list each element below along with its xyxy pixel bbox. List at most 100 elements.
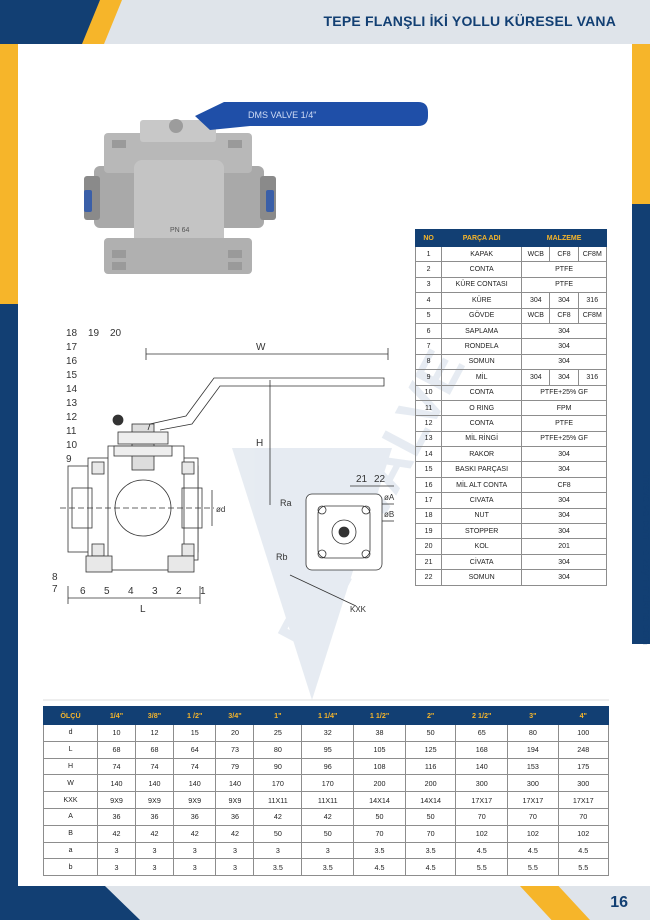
size-cell: 70 xyxy=(455,807,509,826)
parts-no: 6 xyxy=(414,322,443,340)
photo-handle-text: DMS VALVE 1/4" xyxy=(248,110,316,120)
parts-name: RONDELA xyxy=(441,338,523,355)
size-cell: 36 xyxy=(97,807,136,826)
callout-number: 2 xyxy=(176,586,182,597)
parts-name: MİL RİNGİ xyxy=(441,430,523,448)
parts-header-row: NO PARÇA ADI MALZEME xyxy=(414,229,607,247)
photo-body-text: PN 64 xyxy=(170,227,190,234)
size-cell: 140 xyxy=(215,774,255,793)
callout-number: 11 xyxy=(66,426,77,437)
size-cell: 3 xyxy=(97,841,136,860)
header-bar: TEPE FLANŞLI İKİ YOLLU KÜRESEL VANA xyxy=(0,0,650,44)
size-cell: 74 xyxy=(172,757,217,776)
size-cell: 80 xyxy=(253,740,303,759)
left-yellow-stripe xyxy=(0,44,18,304)
callout-number: 3 xyxy=(152,586,158,597)
parts-material: CF8 xyxy=(521,476,607,494)
parts-material: PTFE+25% GF xyxy=(521,384,607,401)
size-cell: 17X17 xyxy=(557,791,610,809)
size-cell: 105 xyxy=(353,740,406,759)
parts-no: 13 xyxy=(414,430,443,448)
size-cell: 300 xyxy=(557,774,610,793)
parts-no: 21 xyxy=(414,553,443,571)
parts-name: MİL xyxy=(441,369,523,386)
size-cell: 3.5 xyxy=(301,858,355,877)
size-cell: 3.5 xyxy=(404,841,457,860)
size-header-cell: 3/8" xyxy=(134,706,174,725)
callout-number: 22 xyxy=(374,474,386,485)
callout-number: 7 xyxy=(52,584,58,595)
parts-material: 304 xyxy=(521,553,607,571)
size-cell: 170 xyxy=(301,774,355,793)
size-cell: 9X9 xyxy=(172,791,217,809)
size-cell: 68 xyxy=(134,740,174,759)
size-header-cell: 1 /2" xyxy=(172,706,217,725)
parts-name: CONTA xyxy=(441,384,523,401)
size-cell: 3 xyxy=(215,858,255,877)
dim-B-label: øB xyxy=(384,510,394,519)
size-cell: 74 xyxy=(97,757,136,776)
size-cell: 140 xyxy=(134,774,174,793)
parts-material: 304 xyxy=(521,353,607,371)
parts-material: WCB xyxy=(521,245,551,263)
size-cell: A xyxy=(42,807,99,826)
size-cell: 64 xyxy=(172,740,217,759)
size-cell: 50 xyxy=(301,824,355,843)
size-cell: 50 xyxy=(404,807,457,826)
size-cell: 300 xyxy=(507,774,559,793)
size-cell: 42 xyxy=(172,824,217,843)
parts-material: CF8M xyxy=(577,245,608,263)
size-cell: 168 xyxy=(455,740,509,759)
size-cell: 5.5 xyxy=(455,858,509,877)
size-cell: 79 xyxy=(215,757,255,776)
size-cell: 200 xyxy=(353,774,406,793)
callout-number: 13 xyxy=(66,398,78,409)
size-cell: 125 xyxy=(404,740,457,759)
size-cell: 9X9 xyxy=(97,791,136,809)
parts-name: CONTA xyxy=(441,261,523,278)
size-header-cell: 3" xyxy=(507,706,559,725)
parts-name: KAPAK xyxy=(441,245,523,263)
size-cell: 32 xyxy=(301,724,355,742)
callout-number: 10 xyxy=(66,440,78,451)
size-cell: 9X9 xyxy=(215,791,255,809)
callout-number: 18 xyxy=(66,328,78,339)
parts-material: 304 xyxy=(521,461,607,478)
callout-number: 15 xyxy=(66,370,78,381)
size-cell: 14X14 xyxy=(404,791,457,809)
size-cell: 102 xyxy=(507,824,559,843)
parts-material: FPM xyxy=(521,399,607,417)
size-cell: 3.5 xyxy=(353,841,406,860)
size-cell: 10 xyxy=(97,724,136,742)
size-cell: 50 xyxy=(353,807,406,826)
parts-name: BASKI PARÇASI xyxy=(441,461,523,478)
size-cell: 70 xyxy=(507,807,559,826)
size-header-cell: 3/4" xyxy=(215,706,255,725)
size-cell: 100 xyxy=(557,724,610,742)
parts-no: 2 xyxy=(414,261,443,278)
parts-material: PTFE xyxy=(521,276,607,294)
size-cell: 68 xyxy=(97,740,136,759)
parts-header-name: PARÇA ADI xyxy=(441,229,523,247)
parts-name: MİL ALT CONTA xyxy=(441,476,523,494)
callout-number: 6 xyxy=(80,586,86,597)
size-cell: 4.5 xyxy=(455,841,509,860)
callout-number: 8 xyxy=(52,572,58,583)
size-cell: 4.5 xyxy=(353,858,406,877)
size-cell: 5.5 xyxy=(507,858,559,877)
